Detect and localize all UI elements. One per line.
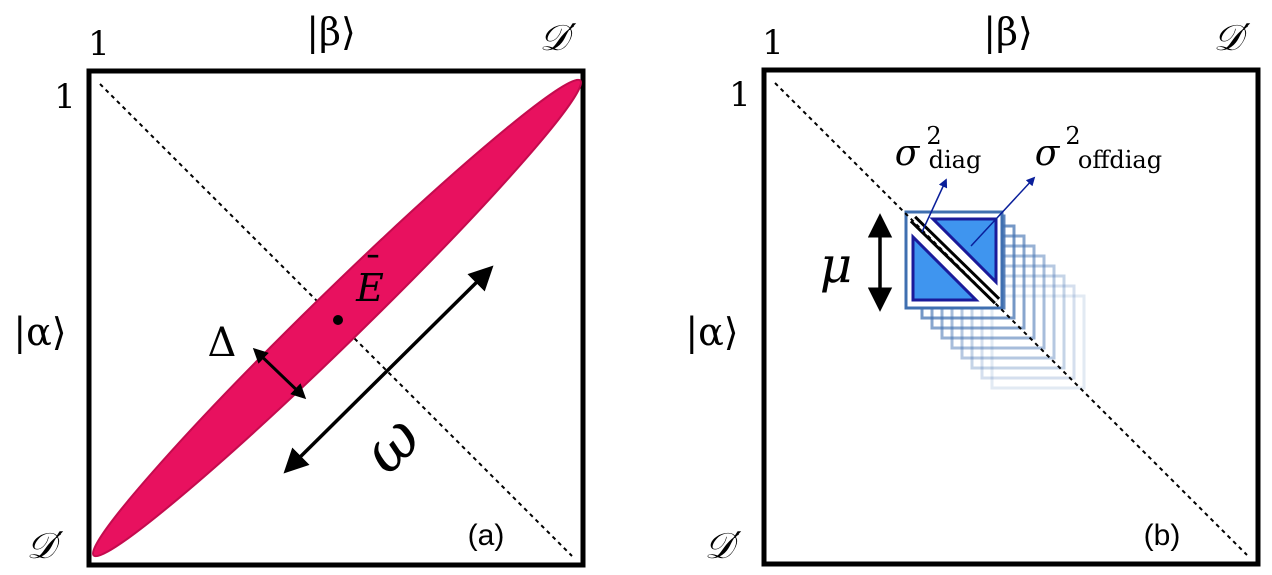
corner-dprime-left-a: 𝒟′ — [27, 526, 64, 567]
length-label-omega: ω — [347, 400, 434, 487]
corner-dprime-top-b: 𝒟′ — [1214, 18, 1251, 59]
sigma-offdiag-subscript: offdiag — [1078, 146, 1162, 174]
sigma-offdiag-superscript: 2 — [1065, 122, 1080, 150]
diagonal-band-inner — [911, 217, 999, 303]
left-axis-label-b: |α⟩ — [685, 310, 738, 354]
width-label-delta: Δ — [208, 320, 237, 366]
top-axis-label-a: |β⟩ — [306, 10, 356, 54]
cascade-block — [980, 284, 1076, 380]
cascade-block — [960, 264, 1056, 360]
mean-energy-dot — [333, 315, 343, 325]
panel-tag-b: (b) — [1144, 519, 1181, 552]
off-diagonal-triangle-lower — [911, 233, 980, 302]
panel-a: |β⟩ |α⟩ 1 1 𝒟′ 𝒟′ E ¯ Δ ω (a) — [13, 10, 586, 568]
sigma-offdiag-label: σ — [1035, 133, 1061, 174]
matrix-frame-a — [86, 68, 586, 568]
panel-b: |β⟩ |α⟩ 1 1 𝒟′ 𝒟′ μ σ 2 diag σ 2 offdiag… — [685, 10, 1261, 567]
block-size-label-mu: μ — [820, 236, 853, 294]
sigma-diag-superscript: 2 — [926, 122, 941, 150]
sigma-diag-label: σ — [895, 133, 921, 174]
length-arrow — [283, 265, 494, 474]
top-axis-label-b: |β⟩ — [983, 10, 1033, 54]
sigma-diag-arrow — [921, 178, 948, 233]
left-axis-label-a: |α⟩ — [13, 310, 66, 354]
sigma-offdiag-arrow — [970, 176, 1036, 247]
corner-one-top-b: 1 — [762, 23, 784, 63]
corner-one-left-a: 1 — [54, 77, 76, 117]
off-diagonal-triangle-upper — [929, 217, 998, 286]
corner-one-top-a: 1 — [88, 24, 110, 64]
matrix-frame-b — [761, 67, 1261, 567]
cascade-block — [990, 294, 1086, 390]
sigma-diag-subscript: diag — [929, 146, 982, 174]
corner-dprime-top-a: 𝒟′ — [540, 18, 577, 59]
corner-dprime-left-b: 𝒟′ — [705, 526, 742, 567]
mean-energy-label: E — [355, 266, 384, 310]
mean-energy-bar: ¯ — [364, 250, 382, 291]
cascade-block — [970, 274, 1066, 370]
corner-one-left-b: 1 — [729, 75, 751, 115]
panel-tag-a: (a) — [468, 519, 505, 552]
